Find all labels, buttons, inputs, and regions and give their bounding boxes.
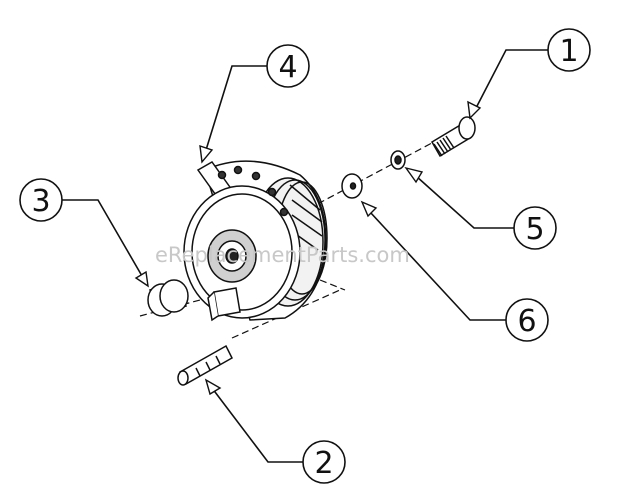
callout-2-label: 2	[314, 446, 333, 481]
bushing-part	[147, 279, 189, 317]
shaft-key-part	[177, 344, 233, 386]
callout-2: 2	[204, 378, 346, 484]
watermark-text: eReplacementParts.com	[155, 243, 410, 267]
callout-4: 4	[199, 44, 310, 164]
callout-3: 3	[19, 178, 149, 288]
clutch-assembly	[183, 160, 328, 322]
bolt-part	[430, 116, 476, 158]
callout-6: 6	[360, 200, 549, 342]
callout-5: 5	[404, 166, 557, 250]
callout-5-label: 5	[525, 212, 544, 247]
lock-washer-part	[390, 150, 406, 170]
callout-1: 1	[467, 28, 591, 120]
callout-4-label: 4	[278, 50, 297, 85]
callout-3-label: 3	[31, 184, 50, 219]
callout-6-label: 6	[517, 304, 536, 339]
callout-1-label: 1	[559, 34, 578, 69]
flat-washer-part	[341, 173, 363, 199]
